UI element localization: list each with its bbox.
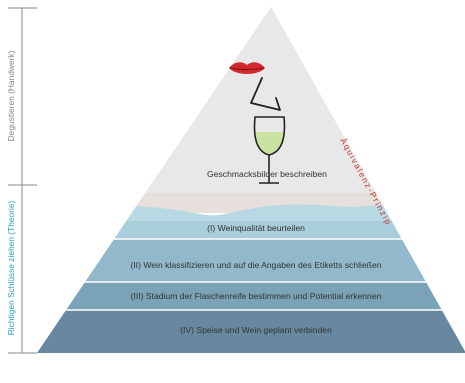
label-layer-1: (I) Weinqualität beurteilen	[207, 223, 305, 233]
side-label-degustieren: Degustieren (Handwerk)	[6, 50, 16, 141]
lips-icon	[229, 62, 265, 74]
pyramid-layer-1	[37, 221, 465, 239]
side-label-theorie: Richtigen Schlüsse ziehen (Theorie)	[6, 201, 16, 336]
label-layer-2: (II) Wein klassifizieren und auf die Ang…	[130, 260, 381, 270]
nose-icon	[250, 77, 281, 111]
pyramid-layer-3	[37, 282, 465, 310]
pyramid-transition	[37, 193, 465, 213]
pyramid-layer-4	[37, 310, 465, 353]
label-apex: Geschmacksbilder beschreiben	[207, 169, 327, 179]
label-layer-3: (III) Stadium der Flaschenreife bestimme…	[131, 291, 382, 301]
wine-glass-icon	[253, 116, 286, 184]
label-layer-4: (IV) Speise und Wein geplant verbinden	[180, 325, 332, 335]
side-bracket	[8, 7, 37, 354]
